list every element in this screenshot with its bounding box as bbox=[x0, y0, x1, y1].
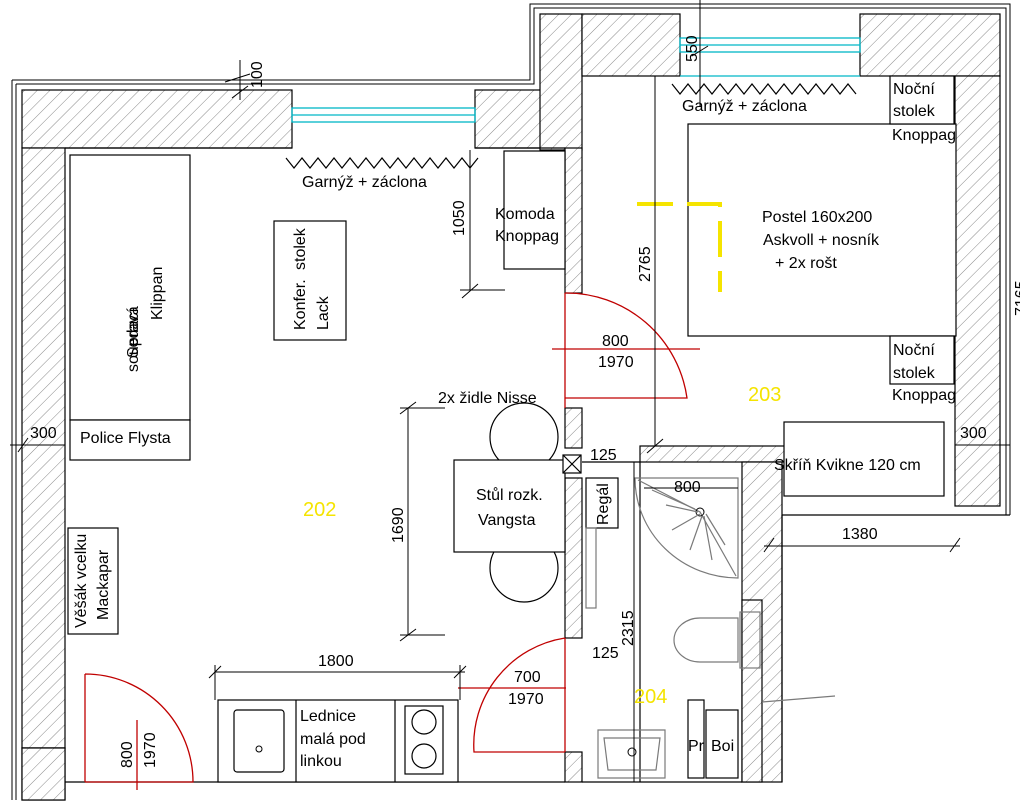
shower bbox=[634, 477, 739, 579]
dim-800-shower: 800 bbox=[674, 479, 701, 496]
windows bbox=[291, 37, 861, 123]
door-bath-h: 1970 bbox=[508, 691, 544, 708]
door-entry bbox=[84, 673, 194, 783]
door-bedroom-h: 1970 bbox=[598, 354, 634, 371]
bed-label-2: Askvoll + nosník bbox=[763, 232, 880, 249]
dim-1800: 1800 bbox=[318, 653, 354, 670]
wall-pillar bbox=[539, 13, 583, 151]
dresser-label-1: Komoda bbox=[495, 206, 555, 223]
wall-top-living-left bbox=[21, 89, 293, 149]
coffee-table-label-1: Konfer. bbox=[292, 279, 309, 330]
curtain-living bbox=[285, 157, 479, 169]
dim-550: 550 bbox=[684, 35, 701, 62]
fridge-label-2: malá pod bbox=[300, 731, 366, 748]
wall-partition-lower bbox=[564, 477, 583, 639]
dim-125-bottom: 125 bbox=[592, 645, 619, 662]
nightstand-bottom-3: Knoppag bbox=[892, 387, 956, 404]
bed: Postel 160x200 Askvoll + nosník + 2x roš… bbox=[637, 123, 957, 337]
room-203: 203 bbox=[748, 384, 781, 406]
dim-2315: 2315 bbox=[620, 610, 637, 646]
wall-right bbox=[954, 75, 1001, 507]
curtain-bedroom-label: Garnýž + záclona bbox=[682, 98, 807, 115]
bathroom: Regál Pr Boi bbox=[585, 477, 836, 779]
coffee-table-label-3: Lack bbox=[315, 295, 332, 330]
boi-label: Boi bbox=[711, 738, 734, 755]
fridge-label-3: linkou bbox=[300, 753, 342, 770]
wall-partition-upper bbox=[564, 147, 583, 294]
shelf: Police Flysta bbox=[69, 419, 191, 461]
wall-top-living-right bbox=[474, 89, 546, 149]
wall-partition-bottom bbox=[564, 751, 583, 783]
nightstand-top: Noční stolek Knoppag bbox=[889, 75, 956, 144]
bed-label-1: Postel 160x200 bbox=[762, 209, 872, 226]
pr-label: Pr bbox=[688, 738, 705, 755]
dim-125-top: 125 bbox=[590, 447, 617, 464]
door-entry-w: 800 bbox=[119, 741, 136, 768]
curtain-living-label: Garnýž + záclona bbox=[302, 174, 427, 191]
nightstand-bottom-1: Noční bbox=[893, 342, 935, 359]
nightstand-bottom-2: stolek bbox=[893, 365, 936, 382]
dim-2765: 2765 bbox=[637, 246, 654, 282]
door-bath-w: 700 bbox=[514, 669, 541, 686]
curtain-bedroom bbox=[671, 83, 857, 95]
coffee-table-label-2: stolek bbox=[292, 227, 309, 270]
shaft bbox=[562, 454, 582, 474]
doors: 800 1970 700 1970 800 1970 bbox=[84, 292, 700, 790]
bed-label-3: + 2x rošt bbox=[775, 255, 837, 272]
wall-bath-right-lower bbox=[741, 599, 763, 783]
table-chairs: 2x židle Nisse Stůl rozk. Vangsta bbox=[438, 390, 566, 603]
sofa-label-3: Klippan bbox=[149, 267, 166, 320]
dim-1050: 1050 bbox=[451, 200, 468, 236]
door-bedroom bbox=[564, 292, 688, 408]
wall-bottom-left bbox=[21, 747, 66, 801]
room-204: 204 bbox=[634, 686, 667, 708]
sofa-label-1: Sedací bbox=[125, 308, 142, 358]
table-label-2: Vangsta bbox=[478, 512, 536, 529]
table-label-1: Stůl rozk. bbox=[476, 486, 543, 504]
sofa: Sedací souprava bbox=[69, 154, 191, 421]
room-202: 202 bbox=[303, 499, 336, 521]
dim-100: 100 bbox=[249, 61, 266, 88]
fridge-label-1: Lednice bbox=[300, 708, 356, 725]
regal-label: Regál bbox=[595, 483, 612, 525]
wardrobe: Skříň Kvikne 120 cm bbox=[774, 421, 945, 497]
wall-top-bedroom-left bbox=[581, 13, 681, 77]
wardrobe-label: Skříň Kvikne 120 cm bbox=[774, 457, 921, 474]
dim-7165: 7165 bbox=[1013, 280, 1020, 316]
curtains: Garnýž + záclona Garnýž + záclona bbox=[285, 83, 857, 191]
dim-1690: 1690 bbox=[390, 507, 407, 543]
wall-bath-top bbox=[639, 445, 786, 463]
dim-300-left: 300 bbox=[30, 425, 57, 442]
sink bbox=[597, 729, 666, 779]
nightstand-top-2: stolek bbox=[893, 103, 936, 120]
shelf-label: Police Flysta bbox=[80, 430, 171, 447]
coat-rack: Věšák vcelku Mackapar bbox=[67, 527, 119, 635]
coat-rack-label-1: Věšák vcelku bbox=[73, 534, 90, 628]
sofa-label-2: souprava bbox=[125, 306, 142, 372]
dimensions: 100 550 300 300 1050 2765 1690 1800 125 … bbox=[10, 0, 1020, 782]
wall-left bbox=[21, 147, 66, 749]
bed-yellow-mark bbox=[637, 202, 722, 292]
kitchen-counter: Lednice malá pod linkou bbox=[217, 699, 459, 783]
walls bbox=[11, 3, 1011, 801]
coat-rack-label-2: Mackapar bbox=[95, 549, 112, 620]
nightstand-top-3: Knoppag bbox=[892, 127, 956, 144]
dresser-label-2: Knoppag bbox=[495, 228, 559, 245]
dim-300-right: 300 bbox=[960, 425, 987, 442]
door-bedroom-w: 800 bbox=[602, 333, 629, 350]
coffee-table: Konfer. stolek Lack bbox=[273, 220, 347, 341]
wall-top-bedroom-right bbox=[859, 13, 1001, 77]
dim-1380: 1380 bbox=[842, 526, 878, 543]
nightstand-top-1: Noční bbox=[893, 81, 935, 98]
dresser: Komoda Knoppag bbox=[495, 150, 566, 270]
nightstand-bottom: Noční stolek Knoppag bbox=[889, 335, 956, 404]
wall-partition-mid bbox=[564, 407, 583, 449]
toilet bbox=[673, 617, 739, 663]
chairs-label: 2x židle Nisse bbox=[438, 390, 537, 407]
door-bath bbox=[473, 637, 566, 753]
door-entry-h: 1970 bbox=[142, 732, 159, 768]
